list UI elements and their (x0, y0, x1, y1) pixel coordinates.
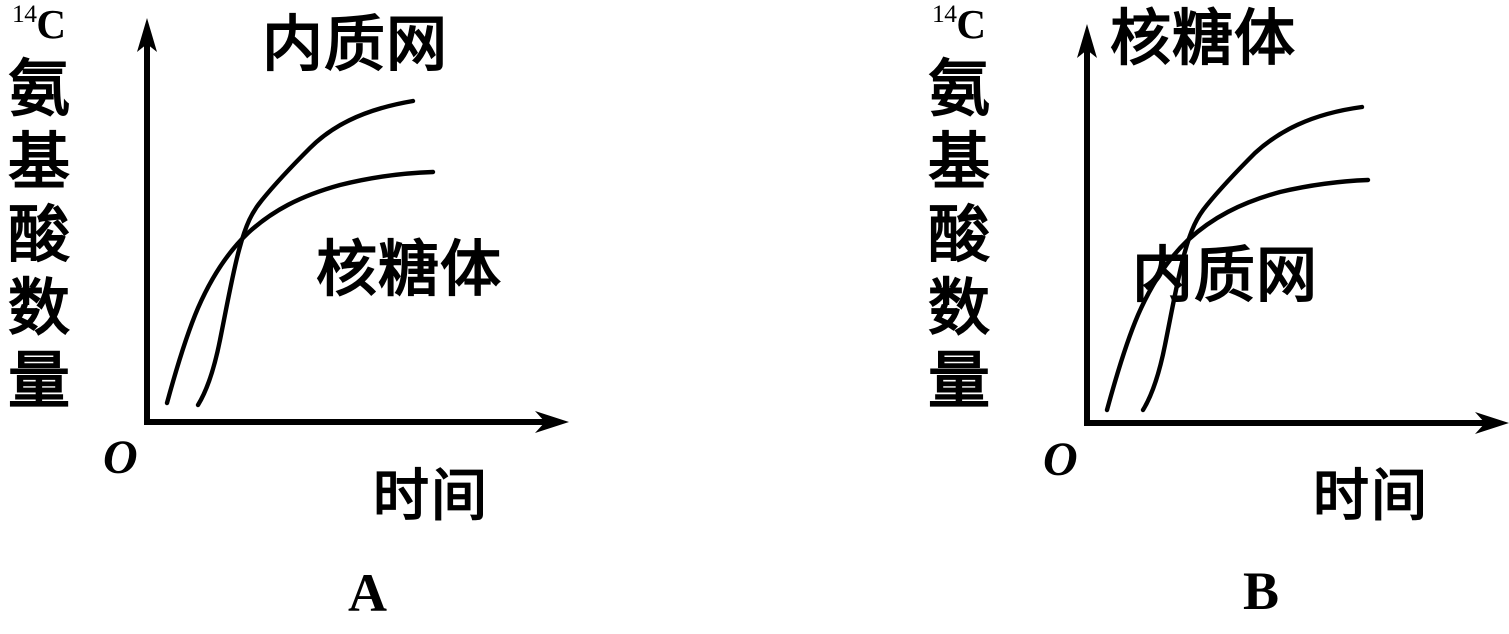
panel-caption-b: B (1243, 561, 1280, 621)
series-label-top-b: 核糖体 (1110, 3, 1297, 74)
curve-series-bottom-b (1104, 177, 1371, 413)
isotope-element-b: C (956, 0, 986, 47)
y-axis-b (1077, 24, 1097, 423)
origin-label-b: O (1043, 433, 1078, 486)
series-label-bottom-a: 核糖体 (316, 234, 503, 305)
panel-caption-a: A (348, 563, 387, 623)
x-axis-a (144, 411, 569, 433)
panel-a: 14C 氨基酸数量 内质网 核糖体 O 时间 A (0, 0, 754, 634)
isotope-superscript-b: 14 (931, 0, 957, 28)
isotope-superscript-a: 14 (11, 0, 37, 28)
isotope-label-a: 14C (0, 0, 78, 52)
y-axis-label-b: 14C 氨基酸数量 (920, 0, 998, 417)
series-label-bottom-b: 内质网 (1132, 240, 1319, 311)
origin-label-a: O (103, 431, 138, 484)
y-axis-label-a: 14C 氨基酸数量 (0, 0, 78, 417)
y-axis-vertical-text-b: 氨基酸数量 (927, 52, 990, 417)
curve-series-top-b (1140, 104, 1365, 413)
x-axis-label-a: 时间 (373, 463, 489, 529)
panel-b: 14C 氨基酸数量 核糖体 内质网 O 时间 B (880, 0, 1509, 634)
isotope-element-a: C (36, 0, 66, 47)
curve-series-bottom-a (164, 169, 436, 406)
y-axis-a (137, 18, 157, 422)
isotope-label-b: 14C (920, 0, 998, 52)
plot-area-b (1077, 24, 1509, 434)
x-axis-b (1084, 412, 1509, 434)
curve-series-top-a (195, 98, 416, 408)
series-label-top-a: 内质网 (262, 9, 449, 80)
plot-area-a (137, 18, 569, 433)
y-axis-vertical-text-a: 氨基酸数量 (7, 52, 70, 417)
x-axis-label-b: 时间 (1313, 463, 1429, 529)
